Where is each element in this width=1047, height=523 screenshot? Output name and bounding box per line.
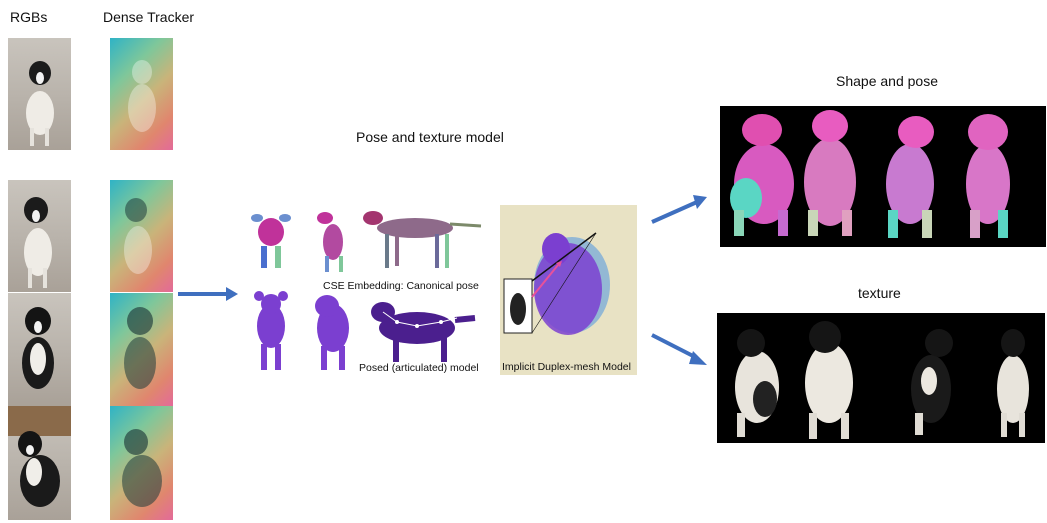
shape-pose-title: Shape and pose: [836, 73, 938, 89]
rgb-frame-4: [8, 406, 71, 520]
canonical-dog-side-icon: [317, 212, 343, 272]
rgb-frame-1: [8, 38, 71, 150]
arrow-right-icon: [176, 284, 240, 304]
model-panel: CSE Embedding: Canonical pose Posed (art…: [245, 206, 485, 374]
shape-pose-panel: [720, 106, 1046, 247]
rgbs-label: RGBs: [10, 9, 47, 25]
dense-tracker-label: Dense Tracker: [103, 9, 194, 25]
shape-dog-2-icon: [804, 110, 856, 236]
shape-dog-1-icon: [730, 114, 794, 236]
tracker-frame-3: [110, 293, 173, 406]
texture-dog-4-icon: [997, 329, 1029, 437]
texture-dog-3-icon: [911, 329, 953, 435]
rgb-frame-3: [8, 293, 71, 406]
posed-dog-skeleton-icon: [371, 302, 475, 362]
posed-model-caption: Posed (articulated) model: [359, 362, 479, 374]
canonical-dog-front-icon: [251, 214, 291, 268]
texture-panel: [717, 313, 1045, 443]
posed-dog-threequarter-icon: [315, 295, 349, 370]
tracker-frame-4: [110, 406, 173, 520]
duplex-mesh-panel: Implicit Duplex-mesh Model: [500, 205, 637, 375]
posed-dog-front-icon: [254, 291, 288, 370]
texture-dog-1-icon: [735, 329, 779, 437]
tracker-frame-1: [110, 38, 173, 150]
canonical-dog-profile-icon: [363, 211, 481, 268]
texture-title: texture: [858, 285, 901, 301]
arrow-up-right-icon: [649, 194, 709, 226]
cse-embedding-caption: CSE Embedding: Canonical pose: [323, 280, 479, 292]
rgb-frame-2: [8, 180, 71, 292]
tracker-frame-2: [110, 180, 173, 292]
texture-dog-2-icon: [805, 321, 853, 439]
shape-dog-3-icon: [886, 116, 934, 238]
duplex-caption: Implicit Duplex-mesh Model: [502, 361, 631, 373]
pose-texture-title: Pose and texture model: [356, 129, 504, 145]
arrow-down-right-icon: [649, 332, 709, 368]
shape-dog-4-icon: [966, 114, 1010, 238]
